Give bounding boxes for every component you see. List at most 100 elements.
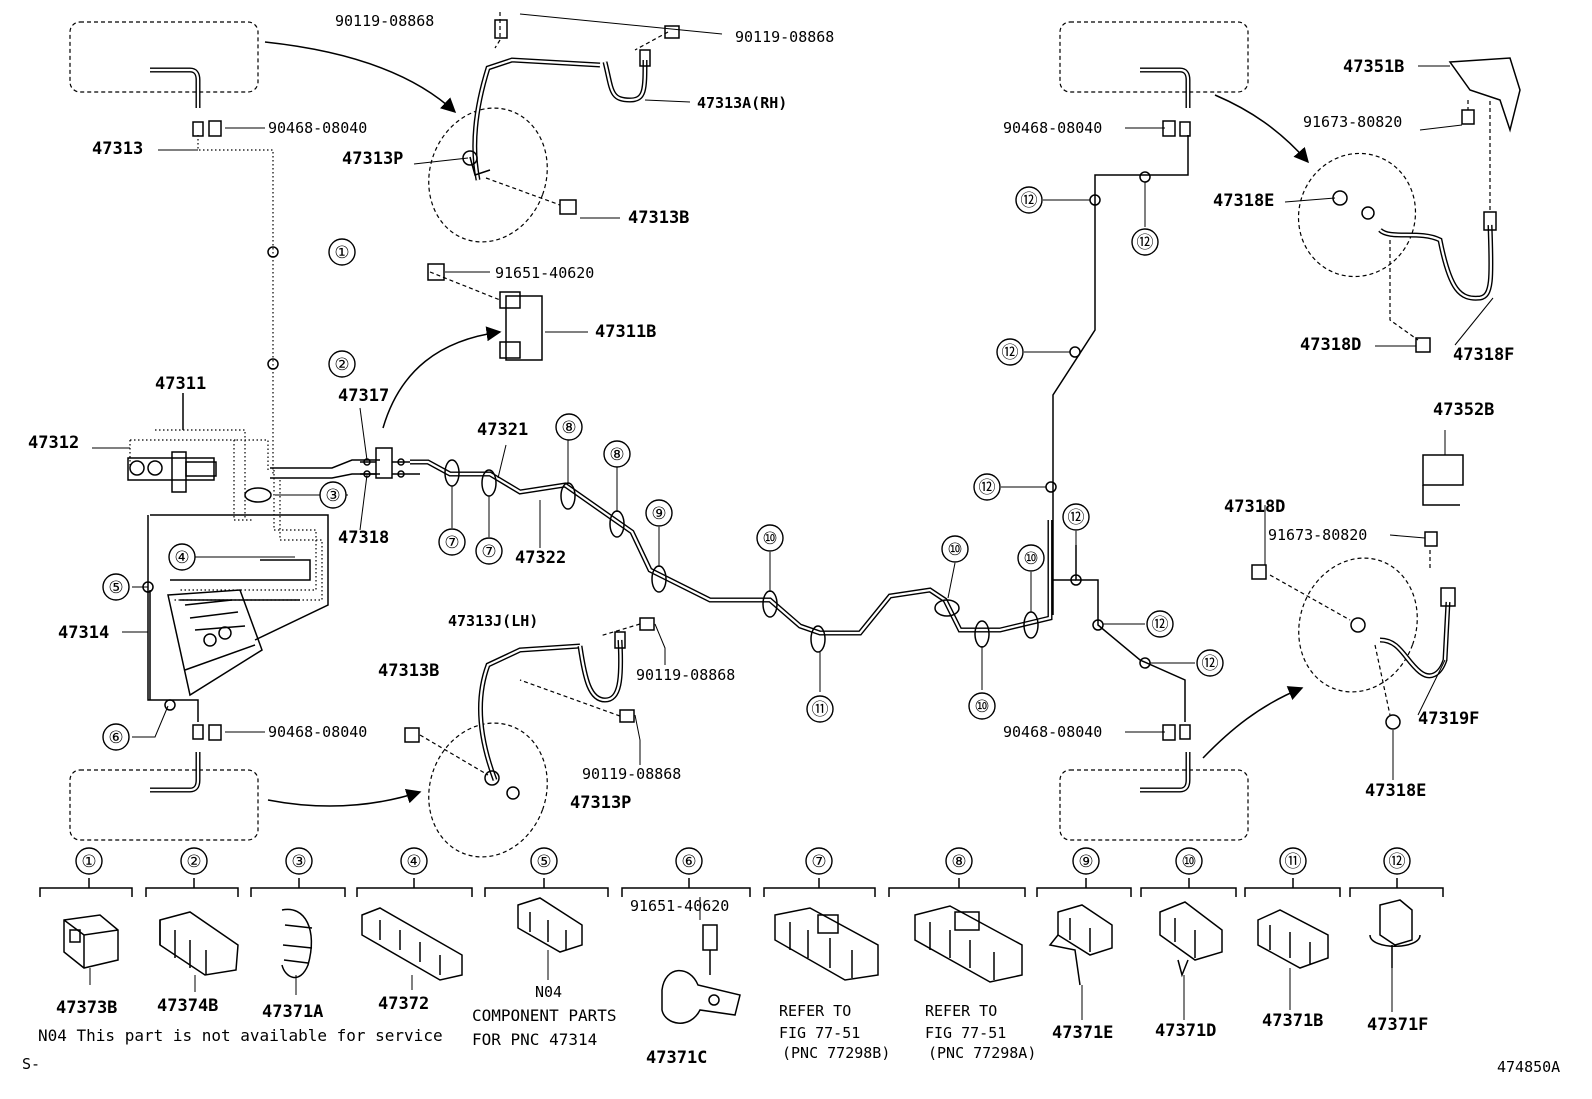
left-brake-lines xyxy=(129,135,380,722)
part-label: 47374B xyxy=(157,996,218,1016)
part-label: 47312 xyxy=(28,433,79,453)
callout-marker: ⑫ xyxy=(1196,649,1224,677)
callout-number: ⑨ xyxy=(651,504,666,524)
part-number-labels: 90119-08868 90119-08868 47313A(RH) 90468-08… xyxy=(22,12,1560,1076)
callout-marker: ⑨ xyxy=(1072,847,1100,875)
part-label: 90119-08868 xyxy=(335,12,434,30)
part-label: 90468-08040 xyxy=(1003,119,1102,137)
clip-icon-9 xyxy=(1048,904,1113,1020)
clip-icon-2 xyxy=(159,911,239,992)
callout-marker: ⑫ xyxy=(996,338,1024,366)
part-label: 90119-08868 xyxy=(582,765,681,783)
detail-ellipses xyxy=(428,107,1418,858)
callout-marker: ⑫ xyxy=(1131,228,1159,256)
callout-number: ⑦ xyxy=(444,533,459,553)
callout-number: ② xyxy=(334,355,349,375)
part-label: 47313B xyxy=(628,208,689,228)
callout-number: ⑫ xyxy=(979,478,996,498)
part-label: 47313B xyxy=(378,661,439,681)
part-label: 47318F xyxy=(1453,345,1514,365)
part-label: 47318 xyxy=(338,528,389,548)
callout-number: ⑧ xyxy=(951,852,966,872)
clip-icon-10 xyxy=(1159,901,1223,1020)
part-label: 47318E xyxy=(1365,781,1426,801)
callout-marker: ④ xyxy=(400,847,428,875)
callout-marker: ⑪ xyxy=(806,695,834,723)
part-label: 47313P xyxy=(570,793,631,813)
part-label: N04 xyxy=(535,983,562,1001)
clip-icon-6 xyxy=(661,924,741,1024)
callout-number: ⑫ xyxy=(1002,343,1019,363)
hose-47319F xyxy=(1251,430,1464,730)
callout-marker: ⑨ xyxy=(645,499,673,527)
right-brake-lines xyxy=(1045,135,1189,722)
part-label: 47318E xyxy=(1213,191,1274,211)
part-label: 47318D xyxy=(1224,497,1285,517)
clip-icon-12 xyxy=(1369,899,1421,1012)
callout-number: ③ xyxy=(325,486,340,506)
callout-number: ⑨ xyxy=(1078,852,1093,872)
callout-marker: ② xyxy=(180,847,208,875)
callout-marker: ③ xyxy=(319,481,347,509)
callout-number: ① xyxy=(81,852,96,872)
callout-marker: ① xyxy=(75,847,103,875)
clip-markers xyxy=(192,120,1191,741)
part-label: (PNC 77298A) xyxy=(928,1044,1036,1062)
bracket-47311B xyxy=(427,263,543,361)
callout-number: ⑩ xyxy=(1181,852,1196,872)
part-label: FOR PNC 47314 xyxy=(472,1030,597,1049)
callout-number: ⑫ xyxy=(1152,615,1169,635)
arrows xyxy=(264,41,1309,807)
part-label: 47311 xyxy=(155,374,206,394)
callout-marker: ⑫ xyxy=(973,473,1001,501)
callout-number: ⑤ xyxy=(536,852,551,872)
part-label: 91651-40620 xyxy=(630,897,729,915)
clip-icon-8 xyxy=(914,905,1023,983)
clip-icon-11 xyxy=(1257,909,1329,1010)
callout-number: ⑫ xyxy=(1202,654,1219,674)
callout-marker: ⑩ xyxy=(1017,544,1045,572)
part-label: 47313P xyxy=(342,149,403,169)
part-label: 91673-80820 xyxy=(1303,113,1402,131)
callout-number: ⑫ xyxy=(1389,852,1406,872)
callout-marker: ① xyxy=(328,238,356,266)
part-label: 47313J(LH) xyxy=(448,612,538,630)
part-label: 47314 xyxy=(58,623,109,643)
master-cylinder xyxy=(127,451,217,493)
callout-number: ① xyxy=(334,243,349,263)
part-label: 47371D xyxy=(1155,1021,1216,1041)
callout-marker: ⑥ xyxy=(675,847,703,875)
callout-number: ⑫ xyxy=(1137,233,1154,253)
callout-marker: ⑩ xyxy=(941,535,969,563)
callout-marker: ③ xyxy=(285,847,313,875)
part-label: 90119-08868 xyxy=(735,28,834,46)
callout-marker: ⑫ xyxy=(1015,186,1043,214)
callout-marker: ⑥ xyxy=(102,723,130,751)
callout-number: ⑩ xyxy=(974,697,989,717)
callout-number: ⑧ xyxy=(561,418,576,438)
part-label: 90468-08040 xyxy=(268,723,367,741)
part-label: S- xyxy=(22,1055,40,1073)
wheel-box-front-right xyxy=(1059,21,1249,93)
callout-marker: ⑧ xyxy=(555,413,583,441)
callout-number: ⑪ xyxy=(1285,852,1302,872)
part-label: 47313A(RH) xyxy=(697,94,787,112)
callout-marker: ⑧ xyxy=(603,440,631,468)
callout-number: ⑩ xyxy=(947,540,962,560)
callout-marker: ⑩ xyxy=(756,524,784,552)
hose-47313J xyxy=(404,617,666,800)
callout-number: ④ xyxy=(406,852,421,872)
callout-number: ⑦ xyxy=(811,852,826,872)
wheel-box-rear-left xyxy=(69,769,259,841)
part-label: REFER TO xyxy=(779,1002,851,1020)
clip-icon-3 xyxy=(281,908,313,995)
part-label: 47319F xyxy=(1418,709,1479,729)
part-label: 47371F xyxy=(1367,1015,1428,1035)
part-label: 47311B xyxy=(595,322,656,342)
clip-icon-4 xyxy=(361,907,463,990)
callout-marker: ⑫ xyxy=(1383,847,1411,875)
clip-icon-7 xyxy=(774,907,879,981)
part-label: 47372 xyxy=(378,994,429,1014)
